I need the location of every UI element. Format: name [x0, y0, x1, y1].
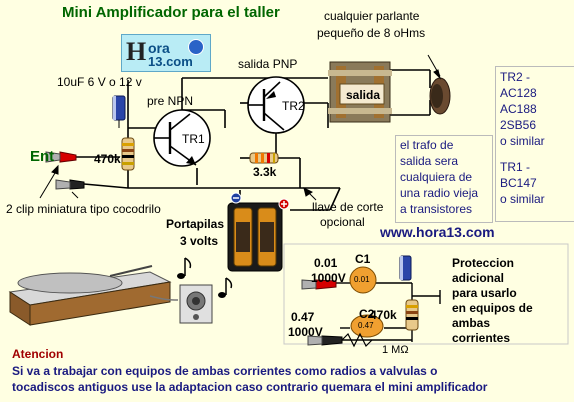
speaker	[429, 77, 451, 115]
tr1-transistor	[153, 109, 211, 167]
c1-voltage: 1000V	[311, 271, 346, 285]
resistor-470k	[121, 137, 135, 171]
trafo-note-line: el trafo de	[400, 138, 454, 152]
battery-holder	[227, 192, 290, 272]
trafo-note-line: a transistores	[400, 202, 473, 216]
speaker-label-2: pequeño de 8 oHms	[317, 26, 426, 40]
turntable-illustration	[8, 265, 179, 326]
switch-label-2: opcional	[320, 215, 365, 229]
entrada-label: Ent	[30, 148, 55, 165]
c2-voltage: 1000V	[288, 325, 323, 339]
adaptation-note-line: en equipos de	[452, 301, 533, 315]
website-url: www.hora13.com	[380, 224, 495, 240]
adaptation-470k-label: 470k	[370, 308, 397, 322]
battery-label-1: Portapilas	[166, 217, 225, 231]
resistor-470k-label: 470k	[94, 152, 121, 166]
adaptation-note-line: ambas	[452, 316, 491, 330]
electrolytic-capacitor-adaptation	[399, 255, 412, 281]
resistor-3k3-label: 3.3k	[253, 165, 277, 179]
tr2-label: TR2	[282, 99, 305, 113]
warning-line-2: tocadiscos antiguos use la adaptacion ca…	[12, 380, 488, 394]
c1-capacitor	[349, 266, 377, 294]
speaker-pointer	[427, 54, 441, 80]
c1-value: 0.01	[314, 256, 338, 270]
c2-label: C2	[359, 307, 375, 321]
trafo-note-line: cualquiera de	[400, 170, 473, 184]
transistor-note-line: BC147	[500, 176, 537, 190]
c1-marking: 0.01	[354, 275, 370, 284]
adaptation-note-line: para usarlo	[452, 286, 517, 300]
transistor-note-line: AC128	[500, 86, 537, 100]
transistor-note-line: TR2 -	[500, 70, 530, 84]
adaptation-note-line: Proteccion	[452, 256, 515, 270]
switch-label-1: llave de corte	[312, 200, 384, 214]
trafo-note-line: salida sera	[400, 154, 459, 168]
c2-marking: 0.47	[358, 321, 374, 330]
adaptation-panel	[283, 243, 569, 345]
warning-line-1: Si va a trabajar con equipos de ambas co…	[12, 364, 438, 378]
salida-pnp-label: salida PNP	[238, 57, 298, 71]
clip-black-adaptation	[307, 335, 343, 346]
warning-heading: Atencion	[12, 347, 64, 361]
battery-label-2: 3 volts	[180, 234, 219, 248]
clip-label: 2 clip miniatura tipo cocodrilo	[6, 202, 161, 216]
music-notes-icon	[177, 257, 233, 298]
c1-label: C1	[355, 252, 371, 266]
transistor-note-line: AC188	[500, 102, 537, 116]
c2-value: 0.47	[291, 310, 315, 324]
resistor-1m	[341, 332, 373, 348]
trafo-note-line: una radio vieja	[400, 186, 479, 200]
trafo-note: el trafo de salida sera cualquiera de un…	[395, 135, 493, 223]
logo-domain: 13.com	[148, 54, 193, 69]
speaker-label-1: cualquier parlante	[324, 9, 420, 23]
capacitor-label: 10uF 6 V o 12 v	[57, 75, 142, 89]
capacitor-10uf	[112, 95, 126, 128]
salida-label: salida	[346, 88, 381, 102]
clip-red-entry	[45, 151, 77, 163]
clip-black-entry	[55, 179, 85, 190]
clip-pointers	[39, 164, 79, 199]
transistor-note-spacer	[500, 149, 570, 159]
resistor-3k3	[249, 152, 279, 164]
transistor-note-line: TR1 -	[500, 160, 530, 174]
transistor-note-line: o similar	[500, 192, 545, 206]
transistor-note-line: 2SB56	[500, 118, 537, 132]
output-transformer	[328, 61, 392, 123]
pre-npn-label: pre NPN	[147, 94, 194, 108]
tr2-transistor	[247, 76, 305, 134]
hora13-logo: H ora 13.com	[121, 34, 211, 72]
clip-red-adaptation	[301, 279, 337, 290]
adaptation-note-line: adicional	[452, 271, 505, 285]
switch-pointer	[303, 187, 317, 201]
adaptation-note-line: corrientes	[452, 331, 511, 345]
transistor-note: TR2 - AC128 AC188 2SB56 o similar TR1 - …	[495, 66, 574, 222]
transistor-note-line: o similar	[500, 134, 545, 148]
tr1-label: TR1	[182, 132, 205, 146]
page-title: Mini Amplificador para el taller	[62, 4, 280, 21]
resistor-1m-label: 1 MΩ	[382, 344, 409, 356]
speaker-box-illustration	[179, 284, 213, 324]
logo-letter: H	[126, 37, 147, 66]
logo-text: ora	[148, 40, 170, 56]
c2-capacitor	[350, 314, 384, 338]
resistor-470k-adaptation	[405, 299, 419, 331]
globe-icon	[188, 39, 204, 55]
adaptation-note: Proteccion adicional para usarlo en equi…	[452, 256, 533, 346]
